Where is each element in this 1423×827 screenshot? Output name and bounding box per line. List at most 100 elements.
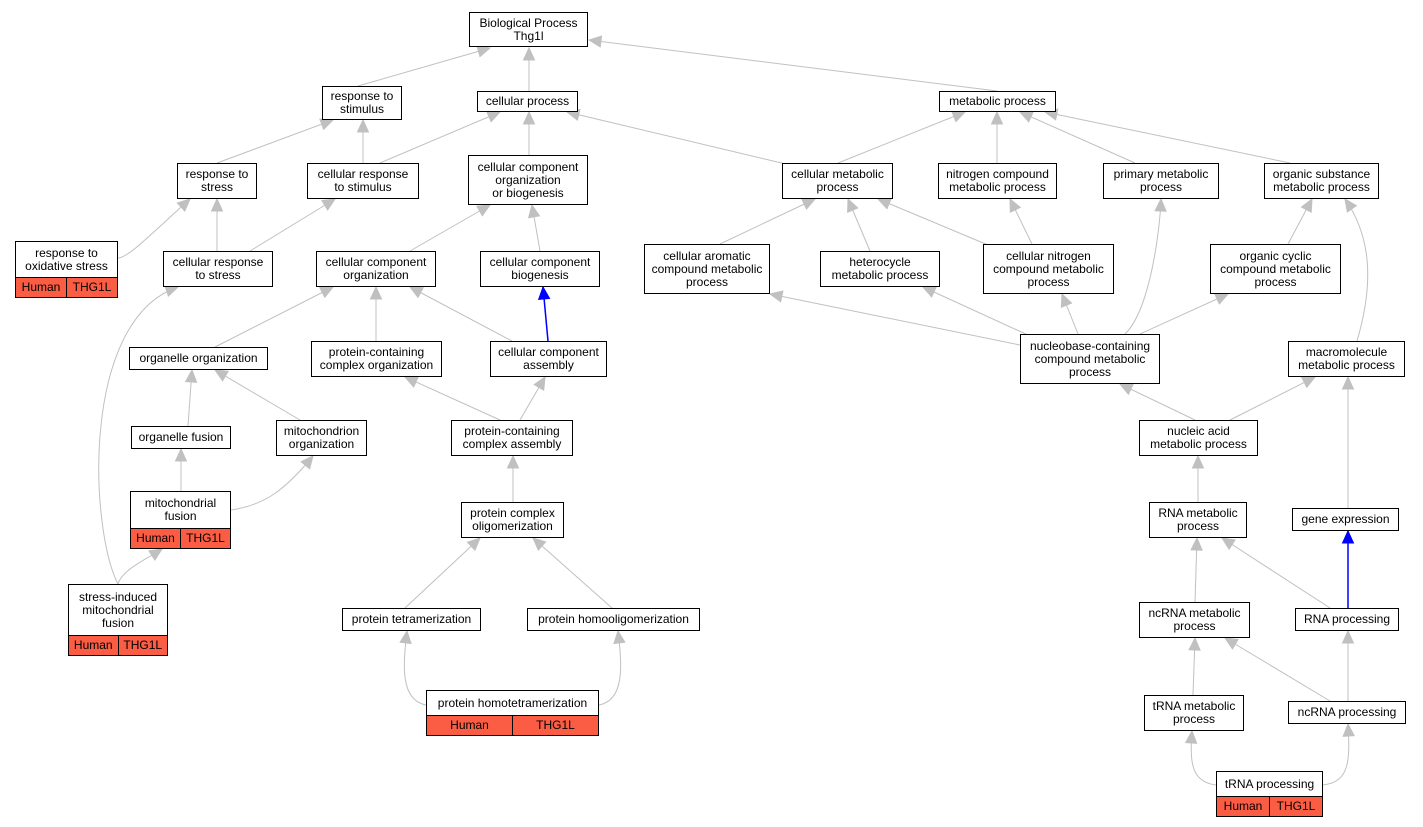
arrowhead [408, 286, 424, 299]
arrowhead [176, 198, 191, 213]
arrowhead [213, 369, 229, 382]
node-cellular-component-biogenesis[interactable]: cellular component biogenesis [480, 251, 600, 287]
arrowhead [1301, 376, 1317, 389]
edge-nuc-pmp [1124, 197, 1167, 335]
edge-line [877, 198, 989, 246]
node-protein-homooligomerization[interactable]: protein homooligomerization [527, 608, 700, 631]
node-response-to-oxidative-stress[interactable]: response to oxidative stress Human THG1L [15, 241, 118, 298]
node-mitochondrial-fusion[interactable]: mitochondrial fusion Human THG1L [130, 491, 231, 549]
node-label: mitochondrial fusion [144, 496, 217, 523]
arrowhead [1220, 537, 1236, 551]
node-nucleobase-containing-compound-metabolic-process[interactable]: nucleobase-containing compound metabolic… [1020, 334, 1160, 384]
node-label: stress-induced mitochondrial fusion [78, 589, 158, 630]
edge-mp-bp [587, 35, 998, 92]
arrowhead [1060, 292, 1073, 308]
node-label: cellular aromatic compound metabolic pro… [651, 248, 763, 289]
node-cellular-nitrogen-compound-metabolic-process[interactable]: cellular nitrogen compound metabolic pro… [983, 244, 1114, 294]
edge-rstim-bp [357, 45, 492, 87]
node-label: response to stress [185, 167, 249, 194]
arrowhead [1191, 454, 1205, 469]
edge-sfus-mitofus [117, 548, 164, 585]
arrowhead [990, 110, 1004, 125]
node-cellular-metabolic-process[interactable]: cellular metabolic process [782, 163, 893, 199]
edge-crstress-rstress [210, 197, 224, 251]
node-protein-tetramerization[interactable]: protein tetramerization [342, 608, 481, 631]
edge-ncrnaproc-ncrnamp [1223, 637, 1331, 702]
node-label: protein-containing complex assembly [462, 424, 562, 451]
node-organic-cyclic-compound-metabolic-process[interactable]: organic cyclic compound metabolic proces… [1210, 244, 1341, 294]
arrowhead [174, 447, 188, 462]
node-rna-metabolic-process[interactable]: RNA metabolic process [1149, 502, 1247, 538]
annotation-row: Human THG1L [15, 277, 118, 298]
node-ncrna-metabolic-process[interactable]: ncRNA metabolic process [1139, 602, 1250, 638]
node-organelle-organization[interactable]: organelle organization [129, 347, 268, 370]
node-response-to-stimulus[interactable]: response to stimulus [322, 86, 402, 120]
edge-ncrnamp-rnamp [1190, 536, 1203, 603]
arrowhead [537, 285, 551, 301]
node-cellular-response-to-stress[interactable]: cellular response to stress [163, 251, 273, 287]
arrowhead [527, 203, 541, 219]
node-cellular-process[interactable]: cellular process [477, 91, 578, 112]
species-cell: Human [16, 278, 66, 297]
arrowhead [399, 629, 412, 645]
gene-cell: THG1L [117, 636, 167, 655]
node-cellular-component-organization[interactable]: cellular component organization [316, 251, 436, 287]
species-cell: Human [69, 636, 118, 655]
node-nucleic-acid-metabolic-process[interactable]: nucleic acid metabolic process [1139, 420, 1258, 456]
edge-homotetra-tetra [399, 629, 427, 706]
node-label: tRNA metabolic process [1152, 699, 1236, 726]
node-nitrogen-compound-metabolic-process[interactable]: nitrogen compound metabolic process [938, 163, 1057, 199]
arrowhead [476, 45, 492, 58]
node-primary-metabolic-process[interactable]: primary metabolic process [1103, 163, 1219, 199]
node-cellular-component-organization-or-biogenesis[interactable]: cellular component organization or bioge… [468, 155, 588, 205]
edge-line [1224, 637, 1331, 702]
node-biological-process-root[interactable]: Biological Process Thg1l [469, 12, 588, 47]
arrowhead [801, 198, 817, 211]
node-rna-processing[interactable]: RNA processing [1295, 608, 1399, 631]
arrowhead [184, 368, 198, 383]
node-protein-complex-oligomerization[interactable]: protein complex oligomerization [461, 502, 564, 538]
node-response-to-stress[interactable]: response to stress [177, 163, 257, 199]
edge-line [409, 286, 513, 342]
edge-line [1044, 111, 1291, 164]
edge-ccob-cp [522, 110, 536, 155]
node-protein-homotetramerization[interactable]: protein homotetramerization Human THG1L [426, 690, 599, 736]
node-label: organic cyclic compound metabolic proces… [1220, 248, 1331, 289]
edge-homooligo-oligo [532, 537, 613, 609]
edge-line [214, 286, 334, 348]
node-protein-containing-complex-assembly[interactable]: protein-containing complex assembly [451, 420, 573, 456]
edge-line [214, 369, 301, 421]
arrowhead [1009, 197, 1022, 213]
edge-rnaproc-geneexp [1341, 529, 1355, 608]
node-cellular-response-to-stimulus[interactable]: cellular response to stimulus [307, 163, 419, 199]
node-organic-substance-metabolic-process[interactable]: organic substance metabolic process [1264, 163, 1379, 199]
node-label: heterocycle metabolic process [831, 255, 929, 282]
arrowhead [1118, 383, 1134, 396]
edge-nucacid-nuc [1118, 383, 1196, 421]
node-stress-induced-mitochondrial-fusion[interactable]: stress-induced mitochondrial fusion Huma… [68, 584, 168, 656]
node-cellular-component-assembly[interactable]: cellular component assembly [490, 341, 607, 377]
arrowhead [1184, 729, 1198, 744]
edge-line [1139, 293, 1229, 335]
arrowhead [1188, 636, 1201, 651]
node-macromolecule-metabolic-process[interactable]: macromolecule metabolic process [1288, 341, 1405, 377]
node-heterocycle-metabolic-process[interactable]: heterocycle metabolic process [820, 251, 940, 287]
arrowhead [506, 454, 520, 469]
node-gene-expression[interactable]: gene expression [1292, 508, 1399, 531]
node-ncrna-processing[interactable]: ncRNA processing [1288, 701, 1406, 724]
node-cellular-aromatic-compound-metabolic-process[interactable]: cellular aromatic compound metabolic pro… [644, 244, 770, 294]
edge-orgfus-orgorg [184, 368, 198, 427]
node-mitochondrion-organization[interactable]: mitochondrion organization [276, 420, 367, 456]
node-label: cellular component organization [325, 255, 427, 282]
node-protein-containing-complex-organization[interactable]: protein-containing complex organization [311, 341, 442, 377]
node-organelle-fusion[interactable]: organelle fusion [131, 426, 231, 449]
node-trna-processing[interactable]: tRNA processing Human THG1L [1216, 771, 1323, 817]
node-metabolic-process[interactable]: metabolic process [939, 91, 1056, 112]
arrowhead [876, 198, 892, 210]
node-trna-metabolic-process[interactable]: tRNA metabolic process [1144, 695, 1244, 731]
gene-cell: THG1L [180, 529, 230, 548]
node-label: Biological Process Thg1l [479, 15, 578, 43]
edge-line [404, 376, 501, 421]
